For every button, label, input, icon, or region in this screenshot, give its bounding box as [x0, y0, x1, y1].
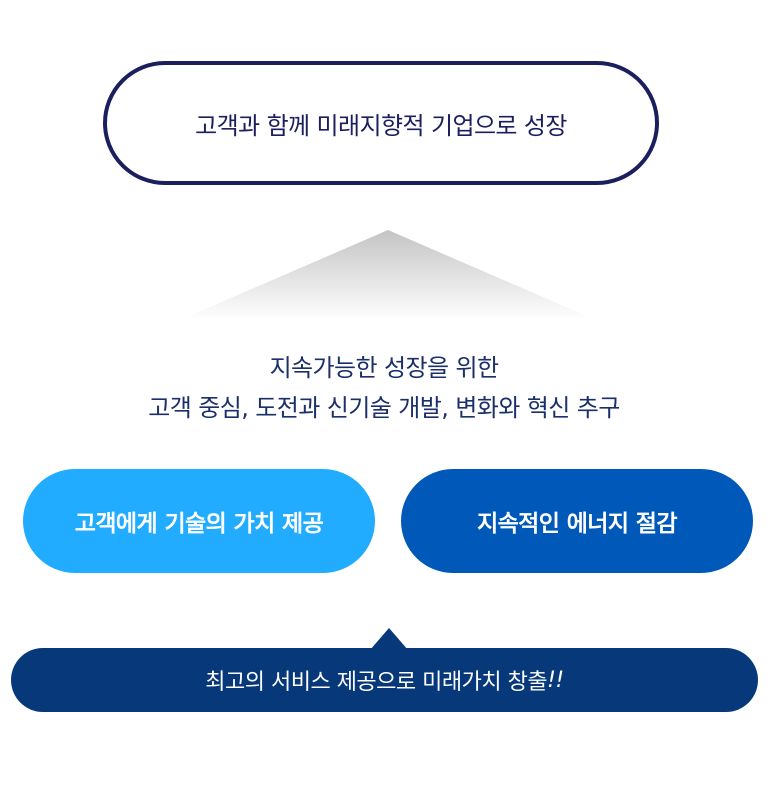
- value-customer-technology-label: 고객에게 기술의 가치 제공: [74, 511, 324, 537]
- pyramid-divider: [180, 230, 596, 320]
- goal-emphasis: !!: [547, 667, 564, 693]
- up-arrow-icon: [370, 628, 408, 650]
- value-customer-technology: 고객에게 기술의 가치 제공: [23, 469, 375, 573]
- value-energy-saving-label: 지속적인 에너지 절감: [477, 511, 677, 537]
- goal-text: 최고의 서비스 제공으로 미래가치 창출: [205, 670, 548, 695]
- mission-statement: 지속가능한 성장을 위한 고객 중심, 도전과 신기술 개발, 변화와 혁신 추…: [40, 348, 728, 428]
- mission-line-2: 고객 중심, 도전과 신기술 개발, 변화와 혁신 추구: [148, 394, 620, 422]
- vision-text: 고객과 함께 미래지향적 기업으로 성장: [195, 111, 567, 140]
- vision-statement: 고객과 함께 미래지향적 기업으로 성장: [103, 61, 659, 185]
- goal-statement: 최고의 서비스 제공으로 미래가치 창출!!: [11, 648, 758, 712]
- value-energy-saving: 지속적인 에너지 절감: [401, 469, 753, 573]
- mission-line-1: 지속가능한 성장을 위한: [269, 354, 499, 382]
